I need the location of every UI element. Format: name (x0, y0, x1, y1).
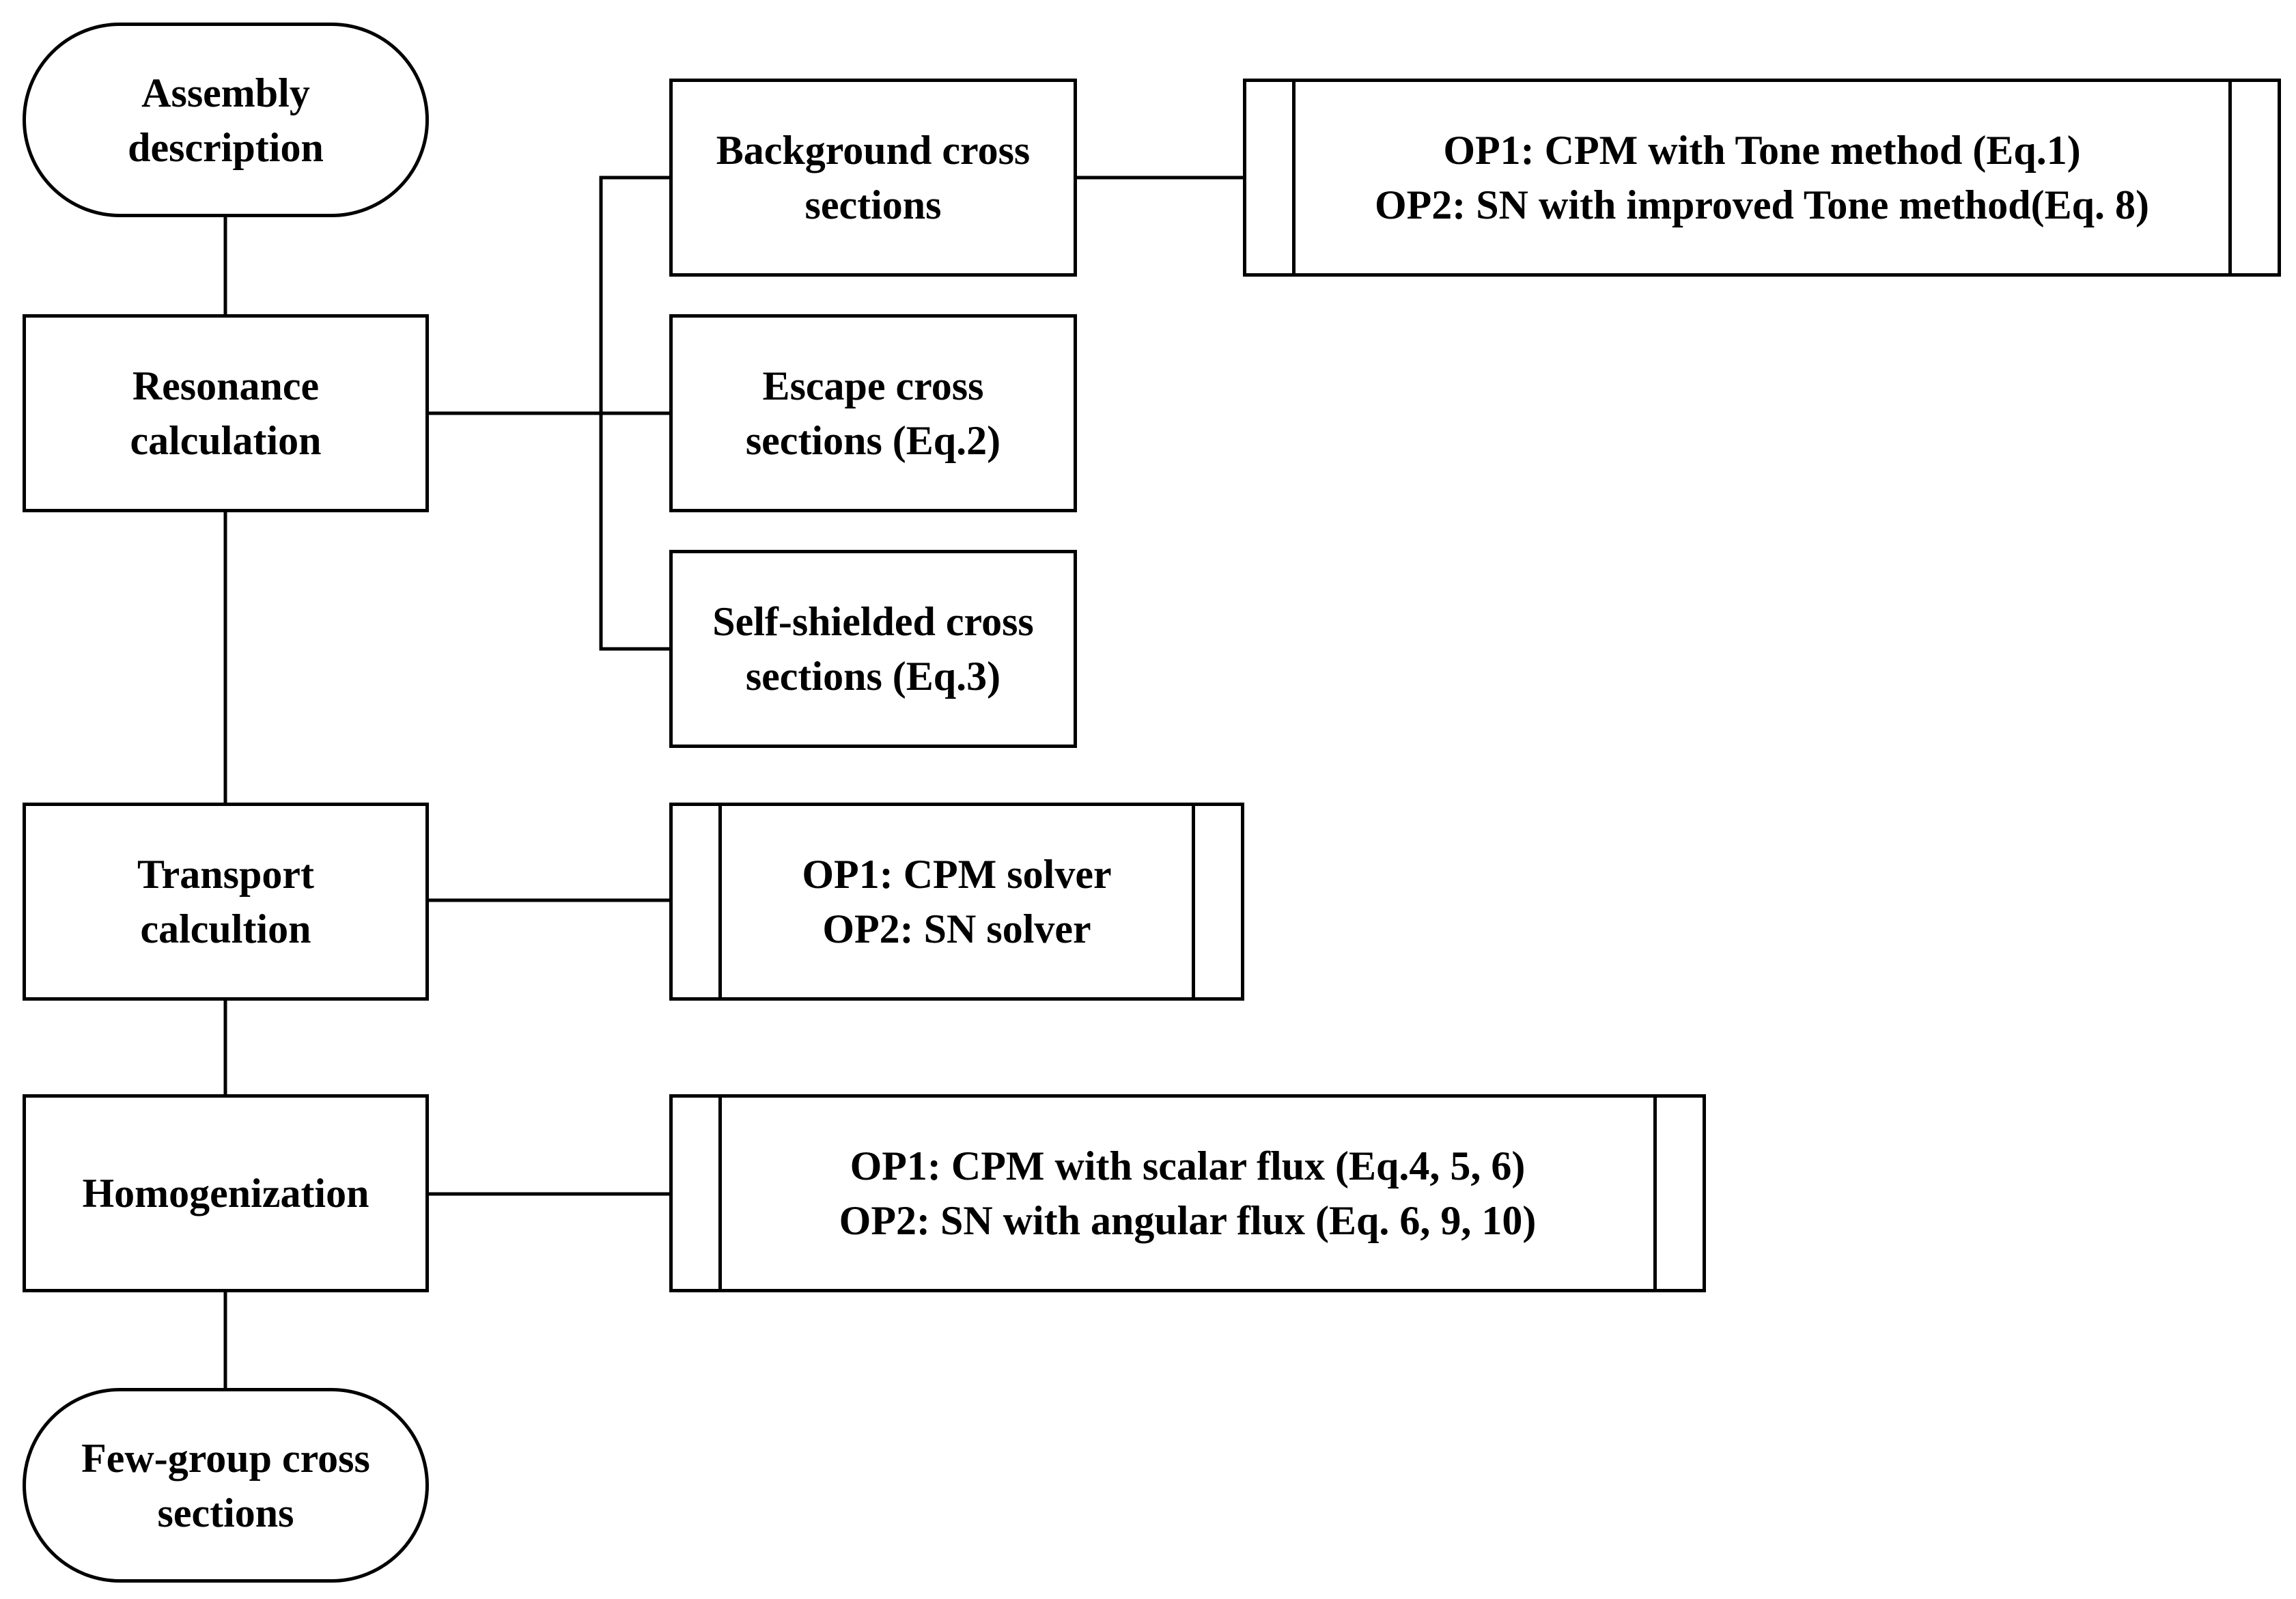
few-group-cross-sections-terminal: Few-group cross sections (23, 1388, 429, 1583)
background-cross-sections-box: Background cross sections (669, 79, 1077, 277)
homogenization-box: Homogenization (23, 1094, 429, 1292)
background-options-box: OP1: CPM with Tone method (Eq.1) OP2: SN… (1243, 79, 2281, 277)
resonance-calculation-box: Resonance calculation (23, 314, 429, 512)
transport-options-box: OP1: CPM solver OP2: SN solver (669, 803, 1244, 1001)
assembly-description-terminal: Assembly description (23, 23, 429, 217)
self-shielded-cross-sections-box: Self-shielded cross sections (Eq.3) (669, 550, 1077, 748)
transport-calculation-box: Transport calcultion (23, 803, 429, 1001)
escape-cross-sections-box: Escape cross sections (Eq.2) (669, 314, 1077, 512)
connector-branch-trunk (599, 176, 671, 651)
homogenization-options-box: OP1: CPM with scalar flux (Eq.4, 5, 6) O… (669, 1094, 1706, 1292)
